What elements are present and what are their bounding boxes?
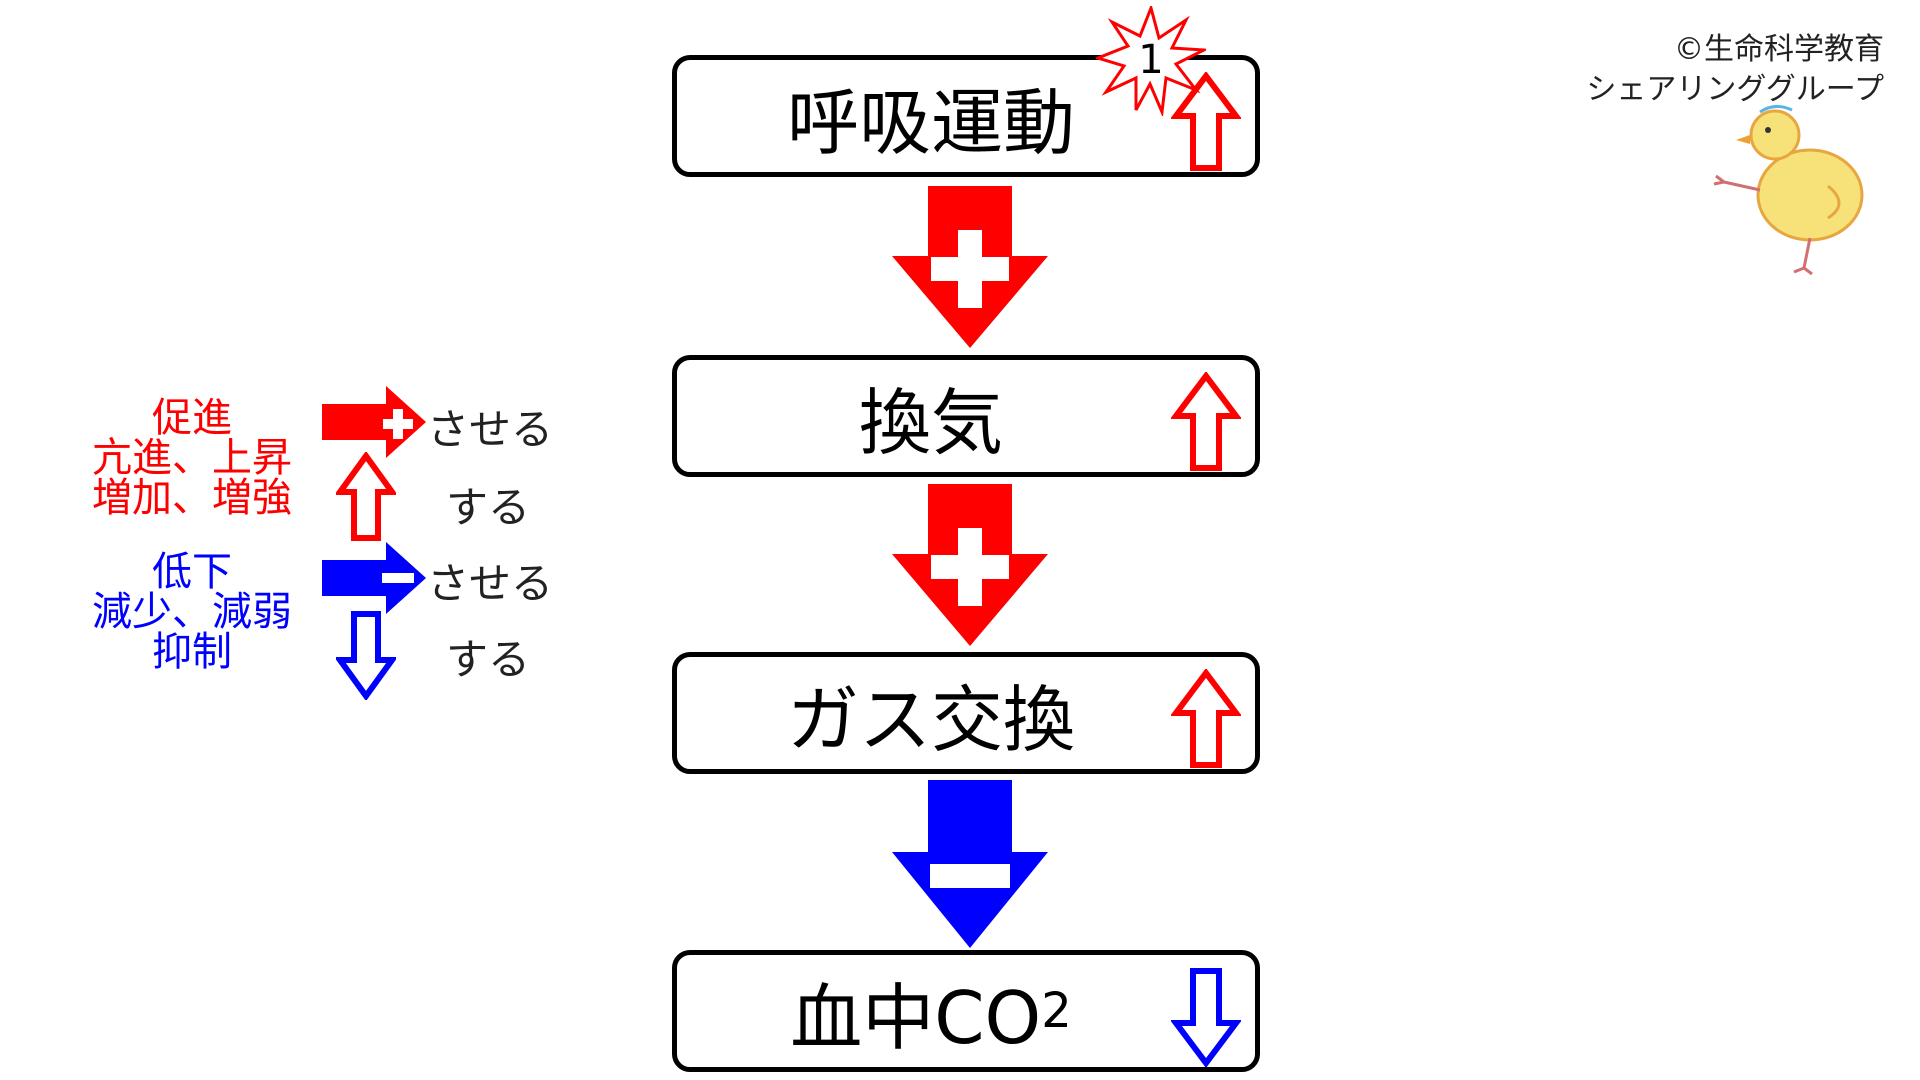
credit-line-1: ©生命科学教育 [1674,32,1884,67]
legend-do-verb: する [446,635,531,684]
node-label-subscript: 2 [1041,983,1072,1039]
up-arrow-icon [1171,72,1241,171]
node-label: ガス交換 [786,677,1075,762]
legend-inhibit-arrow-icon [322,542,426,614]
legend-term: 低下 [152,549,232,595]
node-gas-exchange: ガス交換 [672,652,1260,774]
legend-cause-verb: させる [427,559,554,608]
up-arrow-icon [1171,669,1241,768]
legend-down-arrow-icon [336,611,396,700]
chick-illustration-icon [1713,105,1864,276]
burst-number: 1 [1138,37,1164,83]
legend-term: 抑制 [152,629,232,675]
legend-cause-verb: させる [427,405,554,454]
legend-term: 促進 [152,395,232,441]
legend-term: 増加、増強 [92,475,292,521]
credit: ©生命科学教育 シェアリンググループ [1586,30,1884,110]
burst-star-icon [1096,6,1206,116]
node-label: 呼吸運動 [786,80,1075,165]
legend-promote-terms: 促進 亢進、上昇 増加、増強 [82,398,302,518]
legend-promote-arrow-icon [322,386,426,458]
up-arrow-icon [1171,372,1241,471]
legend-inhibit-terms: 低下 減少、減弱 抑制 [82,552,302,672]
legend-term: 亢進、上昇 [92,435,292,481]
legend-term: 減少、減弱 [92,589,292,635]
credit-line-2: シェアリンググループ [1586,72,1884,107]
minus-icon [930,864,1010,888]
inhibit-arrow [892,780,1048,948]
node-ventilation: 換気 [672,355,1260,477]
down-arrow-icon [1171,968,1241,1067]
legend-do-verb: する [446,483,531,532]
promote-arrow-2 [892,484,1048,646]
legend-up-arrow-icon [336,452,396,541]
node-label-main: 血中CO [790,975,1042,1060]
promote-arrow-1 [892,186,1048,348]
node-label: 換気 [858,380,1003,465]
